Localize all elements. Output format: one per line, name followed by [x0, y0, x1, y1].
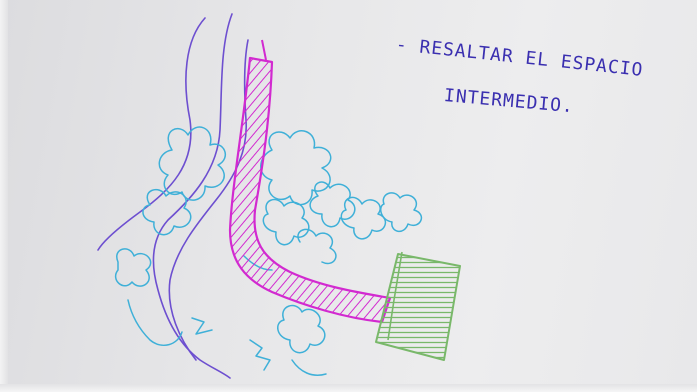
- purple-contour-lines: [98, 14, 248, 378]
- cyan-vegetation-scribbles: [116, 127, 422, 375]
- highlighted-intermediate-space: [230, 40, 390, 322]
- hatched-building: [376, 252, 460, 360]
